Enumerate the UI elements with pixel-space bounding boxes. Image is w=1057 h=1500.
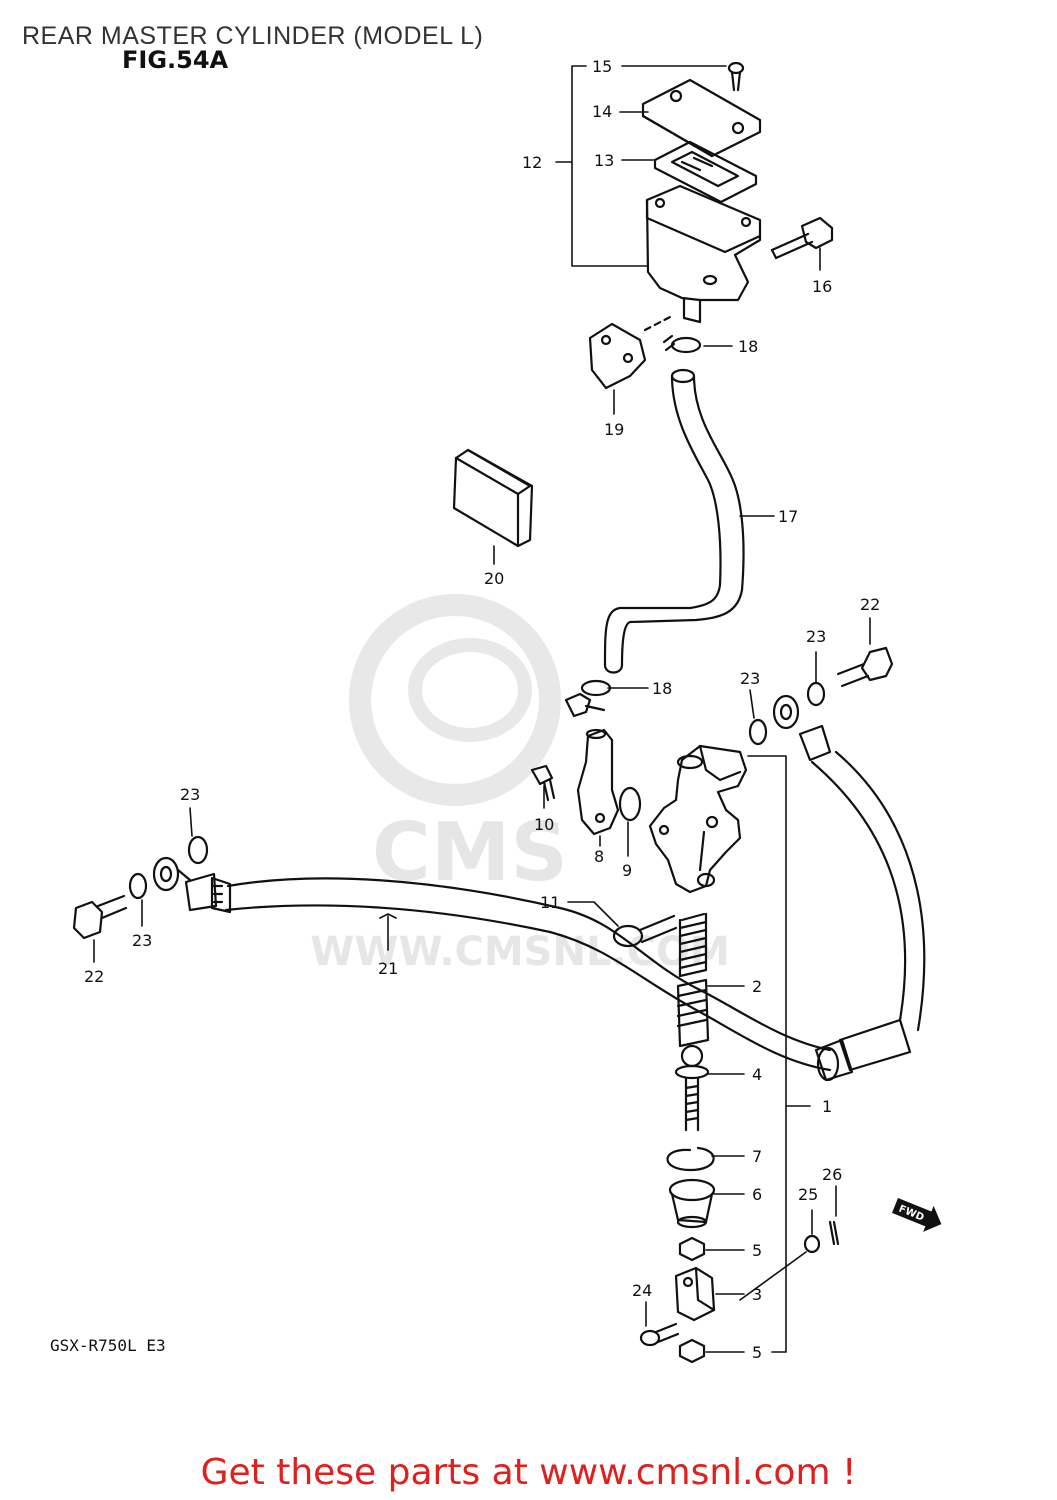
watermark-url: WWW.CMSNL.COM <box>310 929 730 975</box>
watermark-brand: CMS <box>372 806 568 899</box>
master-cylinder-body <box>648 744 748 894</box>
callout-25: 25 <box>798 1185 818 1204</box>
callout-6: 6 <box>752 1185 762 1204</box>
reservoir-hose-17 <box>603 368 745 674</box>
callout-9: 9 <box>622 861 632 880</box>
callout-1: 1 <box>822 1097 832 1116</box>
callout-13: 13 <box>594 151 614 170</box>
callout-5-lower: 5 <box>752 1343 762 1362</box>
reservoir-cap-14 <box>641 78 762 158</box>
watermark: CMS WWW.CMSNL.COM <box>310 594 730 975</box>
spring-2 <box>678 912 708 978</box>
o-ring-9 <box>618 786 642 822</box>
hose-connector-8 <box>576 728 620 836</box>
call-to-action-link[interactable]: Get these parts at www.cmsnl.com ! <box>200 1452 857 1493</box>
callout-23-a: 23 <box>180 785 200 804</box>
nut-5-lower <box>678 1338 706 1364</box>
callout-labels: 15 14 13 12 16 18 19 17 20 18 22 23 23 1… <box>84 57 880 1362</box>
figure-label: FIG.54A <box>122 46 229 74</box>
callout-3: 3 <box>752 1285 762 1304</box>
cotter-pin-26 <box>828 1220 840 1246</box>
callout-8: 8 <box>594 847 604 866</box>
reservoir-body-12 <box>645 184 762 324</box>
bolt-11 <box>612 914 678 948</box>
caution-label-20 <box>452 448 534 548</box>
pushrod-4 <box>674 1044 710 1132</box>
brake-hose-right <box>772 694 926 1082</box>
callout-11: 11 <box>540 893 560 912</box>
callout-22-right: 22 <box>860 595 880 614</box>
washer-23-a <box>187 835 209 865</box>
callout-23-d: 23 <box>740 669 760 688</box>
washer-23-d <box>748 718 768 746</box>
brake-hose-21 <box>152 856 832 1072</box>
piston <box>676 978 710 1048</box>
callout-10: 10 <box>534 815 554 834</box>
callout-12: 12 <box>522 153 542 172</box>
screw-10 <box>530 764 556 802</box>
hose-clamp-18-lower <box>564 679 612 718</box>
callout-14: 14 <box>592 102 612 121</box>
callout-21: 21 <box>378 959 398 978</box>
callout-20: 20 <box>484 569 504 588</box>
washer-23-c <box>806 681 826 707</box>
nut-5-upper <box>678 1236 706 1262</box>
hose-clamp-18-upper <box>662 334 702 354</box>
callout-7: 7 <box>752 1147 762 1166</box>
bolt-16 <box>770 216 834 260</box>
banjo-bolt-22-left <box>72 894 128 940</box>
clevis-3 <box>674 1266 716 1322</box>
callout-26: 26 <box>822 1165 842 1184</box>
callout-18-upper: 18 <box>738 337 758 356</box>
callout-2: 2 <box>752 977 762 996</box>
model-code: GSX-R750L E3 <box>50 1336 166 1355</box>
callout-23-c: 23 <box>806 627 826 646</box>
diaphragm-13 <box>653 140 758 204</box>
page-title: REAR MASTER CYLINDER (MODEL L) <box>22 22 484 50</box>
banjo-bolt-22-right <box>836 646 894 688</box>
callout-leaders <box>93 65 871 1353</box>
circlip-7 <box>666 1146 715 1172</box>
callout-22-left: 22 <box>84 967 104 986</box>
callout-5-upper: 5 <box>752 1241 762 1260</box>
callout-19: 19 <box>604 420 624 439</box>
callout-15: 15 <box>592 57 612 76</box>
washer-23-b <box>128 872 148 900</box>
callout-4: 4 <box>752 1065 762 1084</box>
screw-15 <box>727 61 745 92</box>
boot-6 <box>668 1178 716 1229</box>
callout-18-lower: 18 <box>652 679 672 698</box>
clevis-pin-24 <box>639 1322 680 1347</box>
washer-25 <box>803 1234 821 1254</box>
callout-24: 24 <box>632 1281 652 1300</box>
mounting-plate-19 <box>588 314 674 390</box>
callout-17: 17 <box>778 507 798 526</box>
callout-16: 16 <box>812 277 832 296</box>
forward-arrow-icon: FWD <box>892 1198 942 1232</box>
callout-23-b: 23 <box>132 931 152 950</box>
